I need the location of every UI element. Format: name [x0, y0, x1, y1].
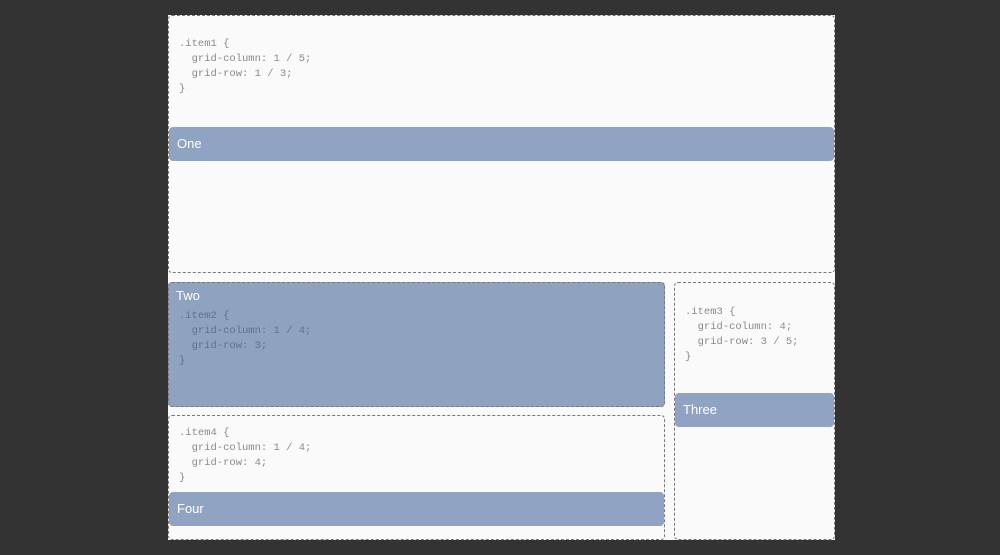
grid-item-one: .item1 { grid-column: 1 / 5; grid-row: 1…: [168, 15, 835, 273]
item3-code: .item3 { grid-column: 4; grid-row: 3 / 5…: [685, 306, 799, 363]
grid-item-four: .item4 { grid-column: 1 / 4; grid-row: 4…: [168, 415, 665, 540]
grid-item-three: .item3 { grid-column: 4; grid-row: 3 / 5…: [674, 282, 835, 540]
grid-container: .item1 { grid-column: 1 / 5; grid-row: 1…: [168, 15, 835, 540]
item4-label: Four: [169, 492, 664, 526]
item1-label: One: [169, 127, 834, 161]
item4-code: .item4 { grid-column: 1 / 4; grid-row: 4…: [179, 427, 312, 484]
item2-code: .item2 { grid-column: 1 / 4; grid-row: 3…: [179, 310, 312, 367]
item1-code: .item1 { grid-column: 1 / 5; grid-row: 1…: [179, 38, 312, 95]
grid-item-two: Two .item2 { grid-column: 1 / 4; grid-ro…: [168, 282, 665, 407]
item2-label: Two: [176, 288, 200, 303]
item3-label: Three: [675, 393, 834, 427]
